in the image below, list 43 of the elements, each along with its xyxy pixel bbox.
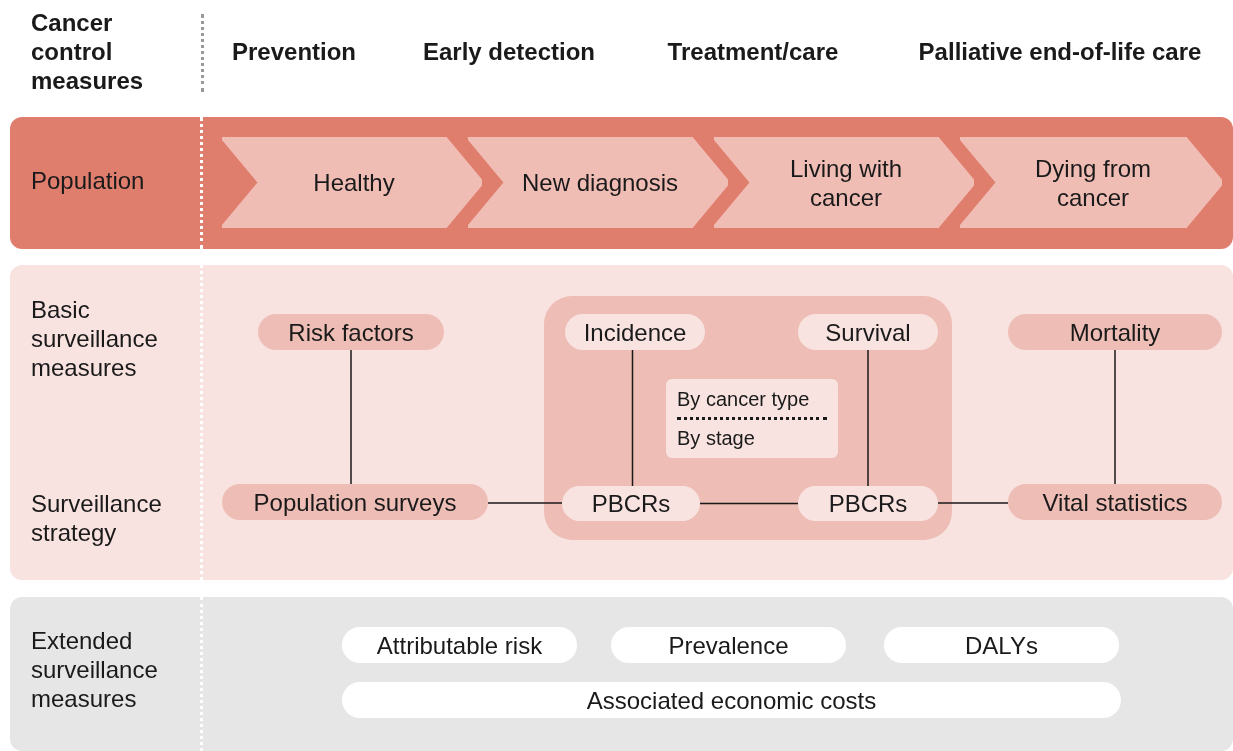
row-heading: Basic surveillance measures xyxy=(31,295,159,382)
connector-line xyxy=(350,349,352,485)
band-background xyxy=(10,117,1233,249)
chevron-stage xyxy=(714,137,974,228)
measure-pill: Attributable risk xyxy=(342,627,577,663)
column-heading: Prevention xyxy=(231,37,357,67)
connector-line xyxy=(699,502,799,505)
measure-pill: DALYs xyxy=(884,627,1119,663)
stage-text: Living with cancer xyxy=(788,153,904,212)
row-heading: Population xyxy=(31,166,146,195)
measure-pill: Vital statistics xyxy=(1008,484,1222,520)
row-heading: Surveillance strategy xyxy=(31,489,163,547)
chevron-stage xyxy=(960,137,1222,228)
measure-pill: PBCRs xyxy=(562,486,700,521)
measure-pill: Associated economic costs xyxy=(342,682,1121,718)
measure-pill: Risk factors xyxy=(258,314,444,350)
column-heading: Palliative end-of-life care xyxy=(917,37,1203,67)
column-heading: Cancer control measures xyxy=(31,8,145,95)
measure-pill: PBCRs xyxy=(798,486,938,521)
band-background xyxy=(10,597,1233,751)
stage-text: New diagnosis xyxy=(521,168,679,197)
measure-pill: Mortality xyxy=(1008,314,1222,350)
row-heading: Extended surveillance measures xyxy=(31,626,159,713)
note-box xyxy=(666,379,838,458)
band-background xyxy=(10,265,1233,580)
note-text: By stage xyxy=(677,426,756,451)
connector-line xyxy=(1114,349,1116,485)
measure-pill: Survival xyxy=(798,314,938,350)
connector-line xyxy=(631,349,634,487)
stage-text: Healthy xyxy=(313,168,395,197)
connector-line xyxy=(867,349,869,487)
column-heading: Treatment/care xyxy=(666,37,840,67)
connector-line xyxy=(487,502,563,504)
group-box xyxy=(544,296,952,540)
chevron-stage xyxy=(222,137,482,228)
measure-pill: Population surveys xyxy=(222,484,488,520)
measure-pill: Incidence xyxy=(565,314,705,350)
chevron-stage xyxy=(468,137,728,228)
note-text: By cancer type xyxy=(677,387,811,412)
column-heading: Early detection xyxy=(421,37,597,67)
connector-line xyxy=(937,502,1009,504)
stage-text: Dying from cancer xyxy=(1034,153,1152,212)
measure-pill: Prevalence xyxy=(611,627,846,663)
